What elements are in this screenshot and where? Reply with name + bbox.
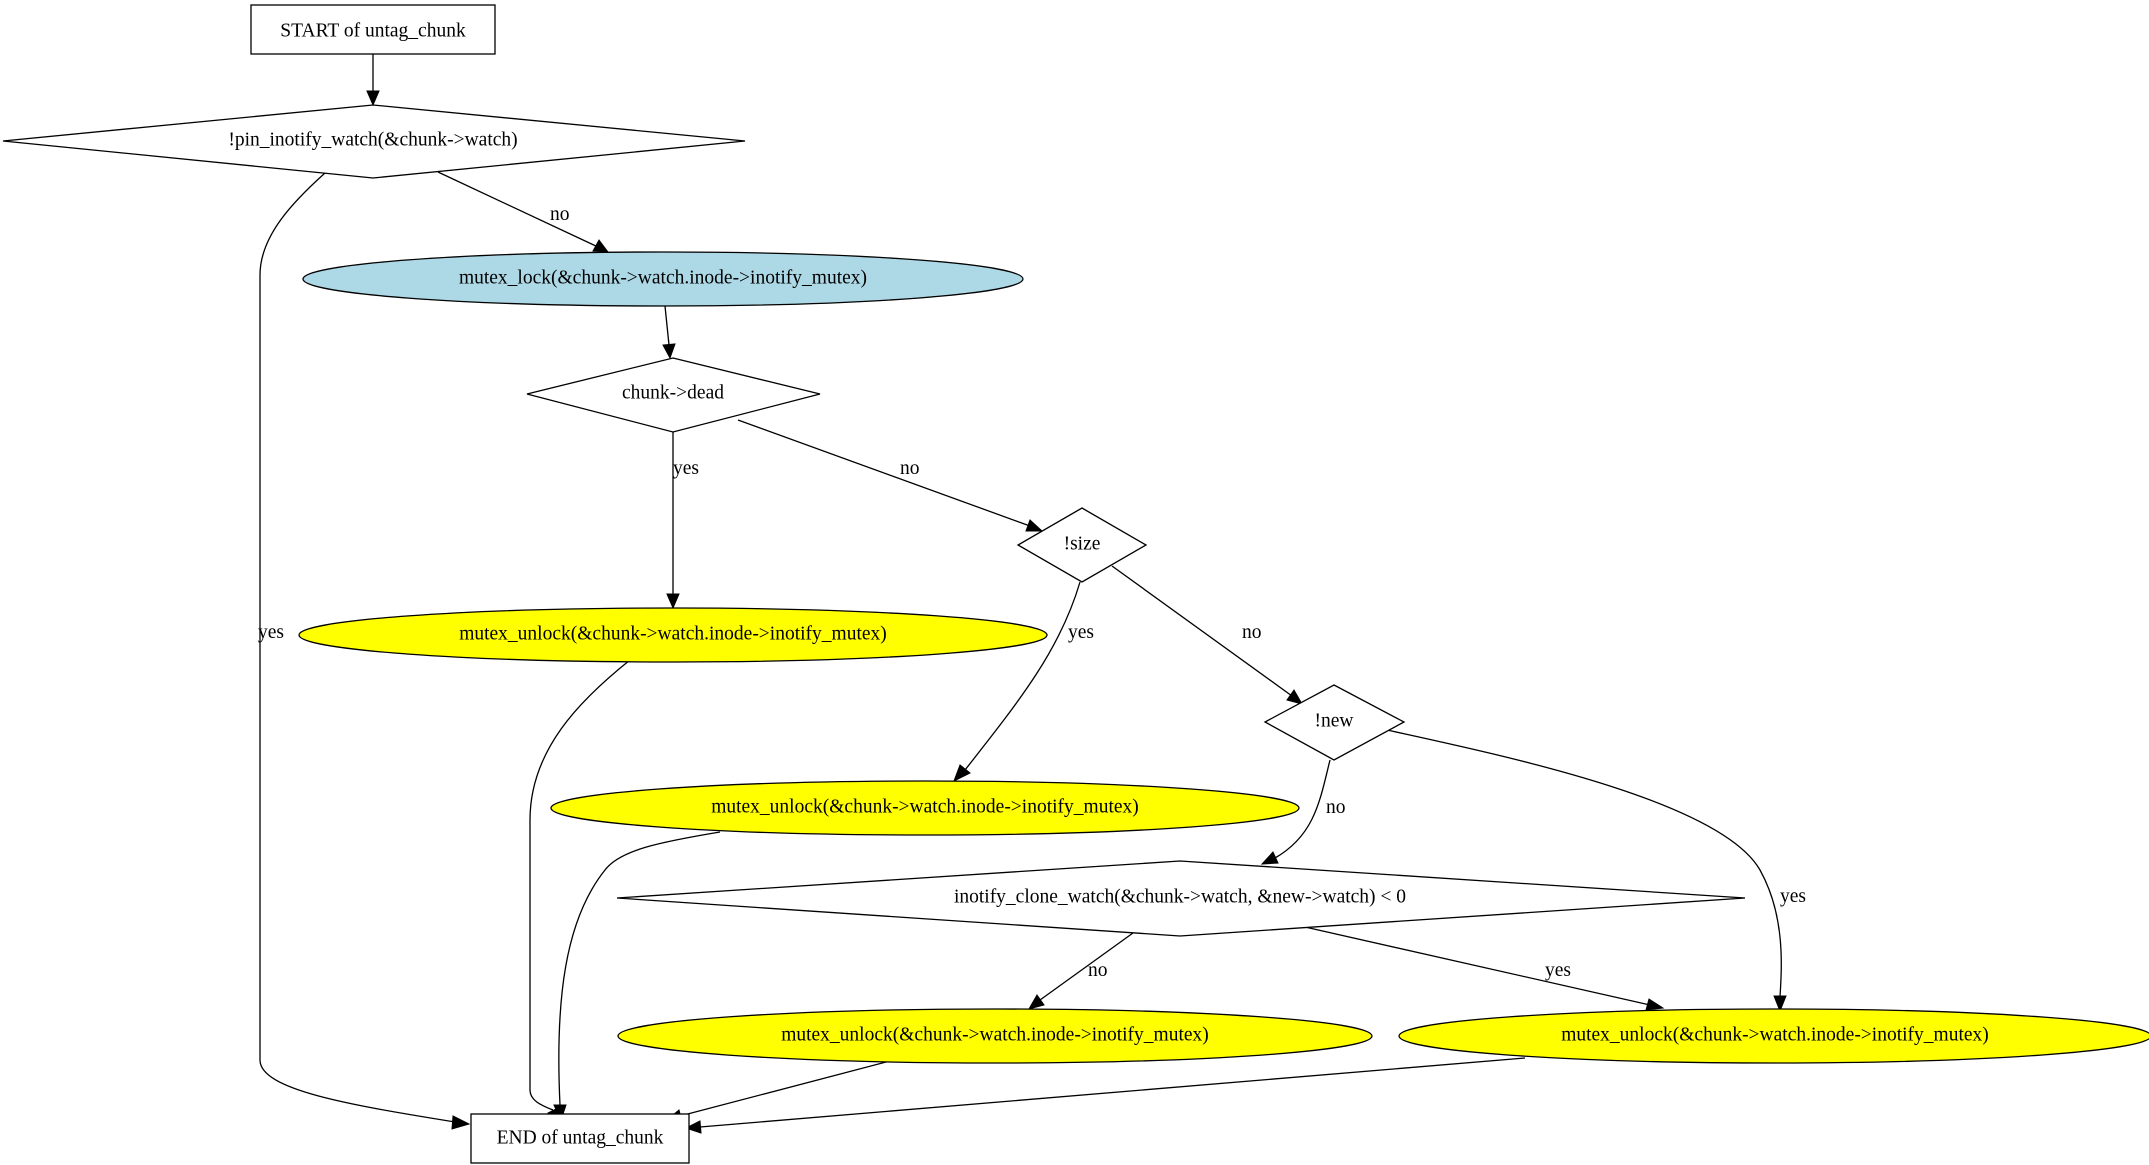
edge-unlock-clone-no-to-end — [665, 1060, 891, 1123]
edge-new-check-no-arrowhead — [1260, 851, 1279, 865]
node-unlock-size-label: mutex_unlock(&chunk->watch.inode->inotif… — [711, 796, 1139, 817]
edge-size-check-no: no — [1111, 565, 1304, 705]
nodes: START of untag_chunk !pin_inotify_watch(… — [2, 4, 2149, 1164]
edge-size-check-no-arrowhead — [1286, 689, 1304, 705]
node-mutex-lock-ellipse — [302, 251, 1024, 307]
edge-clone-check-no: no — [1027, 932, 1134, 1010]
edge-dead-check-no: no — [737, 419, 1044, 532]
node-dead-check-diamond — [526, 357, 821, 433]
edge-label-new-yes: yes — [1780, 886, 1806, 907]
node-start-box — [250, 4, 496, 55]
edge-new-check-yes: yes — [1386, 729, 1806, 1013]
edge-dead-check-yes: yes — [666, 432, 699, 610]
node-pin-check-label: !pin_inotify_watch(&chunk->watch) — [228, 129, 517, 150]
edge-label-clone-no: no — [1088, 960, 1108, 981]
edge-clone-check-yes: yes — [1304, 926, 1665, 1011]
edge-clone-check-no-arrowhead — [1027, 994, 1045, 1010]
node-unlock-dead-label: mutex_unlock(&chunk->watch.inode->inotif… — [459, 623, 887, 644]
node-dead-check-label: chunk->dead — [622, 382, 724, 403]
node-mutex-lock-label: mutex_lock(&chunk->watch.inode->inotify_… — [459, 267, 867, 288]
edge-lock-to-dead-check — [662, 305, 676, 360]
node-unlock-clone-yes-label: mutex_unlock(&chunk->watch.inode->inotif… — [1561, 1024, 1989, 1045]
edge-unlock-size-to-end — [553, 831, 721, 1122]
edge-new-check-yes-arrowhead — [1773, 995, 1787, 1013]
edge-pin-check-no-arrowhead — [592, 239, 610, 253]
node-end[interactable]: END of untag_chunk — [470, 1113, 690, 1164]
edge-size-check-yes: yes — [953, 581, 1094, 783]
edge-dead-check-no-arrowhead — [1025, 519, 1044, 532]
edge-unlock-clone-yes-to-end — [684, 1057, 1526, 1134]
edge-label-dead-no: no — [900, 458, 920, 479]
edges: yes no yes no — [258, 54, 1806, 1134]
edge-label-clone-yes: yes — [1545, 960, 1571, 981]
edge-start-to-pin-check — [366, 54, 380, 107]
node-new-check[interactable]: !new — [1263, 684, 1406, 761]
node-end-box — [470, 1113, 690, 1164]
edge-unlock-size-to-end-arrowhead — [553, 1104, 567, 1122]
node-clone-check-diamond — [616, 860, 1746, 937]
edge-label-pin-yes: yes — [258, 622, 284, 643]
node-unlock-clone-yes-ellipse — [1398, 1008, 2149, 1064]
edge-label-pin-no: no — [550, 204, 570, 225]
node-clone-check[interactable]: inotify_clone_watch(&chunk->watch, &new-… — [616, 860, 1746, 937]
edge-label-dead-yes: yes — [673, 458, 699, 479]
node-unlock-size-ellipse — [550, 780, 1300, 836]
node-unlock-dead[interactable]: mutex_unlock(&chunk->watch.inode->inotif… — [298, 607, 1048, 663]
node-new-check-diamond — [1263, 684, 1406, 761]
node-unlock-clone-no-ellipse — [617, 1008, 1373, 1064]
node-pin-check-diamond — [2, 104, 746, 179]
edge-lock-to-dead-check-arrowhead — [662, 343, 676, 360]
node-pin-check[interactable]: !pin_inotify_watch(&chunk->watch) — [2, 104, 746, 179]
node-end-label: END of untag_chunk — [497, 1127, 664, 1148]
node-new-check-label: !new — [1315, 710, 1354, 731]
node-dead-check[interactable]: chunk->dead — [526, 357, 821, 433]
node-mutex-lock[interactable]: mutex_lock(&chunk->watch.inode->inotify_… — [302, 251, 1024, 307]
edge-label-new-no: no — [1326, 797, 1346, 818]
edge-pin-check-yes-arrowhead — [451, 1115, 471, 1130]
node-start-label: START of untag_chunk — [280, 20, 466, 41]
edge-pin-check-yes: yes — [258, 172, 471, 1130]
edge-unlock-dead-to-end — [529, 659, 631, 1125]
node-clone-check-label: inotify_clone_watch(&chunk->watch, &new-… — [954, 886, 1406, 907]
node-size-check-label: !size — [1064, 533, 1101, 554]
node-unlock-clone-yes[interactable]: mutex_unlock(&chunk->watch.inode->inotif… — [1398, 1008, 2149, 1064]
node-size-check-diamond — [1016, 507, 1148, 583]
node-unlock-clone-no[interactable]: mutex_unlock(&chunk->watch.inode->inotif… — [617, 1008, 1373, 1064]
edge-pin-check-no: no — [437, 171, 610, 253]
edge-size-check-yes-arrowhead — [953, 764, 971, 783]
edge-clone-check-yes-arrowhead — [1645, 998, 1665, 1011]
node-unlock-clone-no-label: mutex_unlock(&chunk->watch.inode->inotif… — [781, 1024, 1209, 1045]
node-unlock-size[interactable]: mutex_unlock(&chunk->watch.inode->inotif… — [550, 780, 1300, 836]
node-size-check[interactable]: !size — [1016, 507, 1148, 583]
edge-start-to-pin-check-arrowhead — [366, 90, 380, 107]
edge-label-size-yes: yes — [1068, 622, 1094, 643]
node-start[interactable]: START of untag_chunk — [250, 4, 496, 55]
edge-dead-check-yes-arrowhead — [666, 593, 680, 610]
edge-label-size-no: no — [1242, 622, 1262, 643]
node-unlock-dead-ellipse — [298, 607, 1048, 663]
edge-unlock-clone-yes-to-end-arrowhead — [684, 1120, 702, 1134]
edge-new-check-no: no — [1260, 759, 1346, 865]
